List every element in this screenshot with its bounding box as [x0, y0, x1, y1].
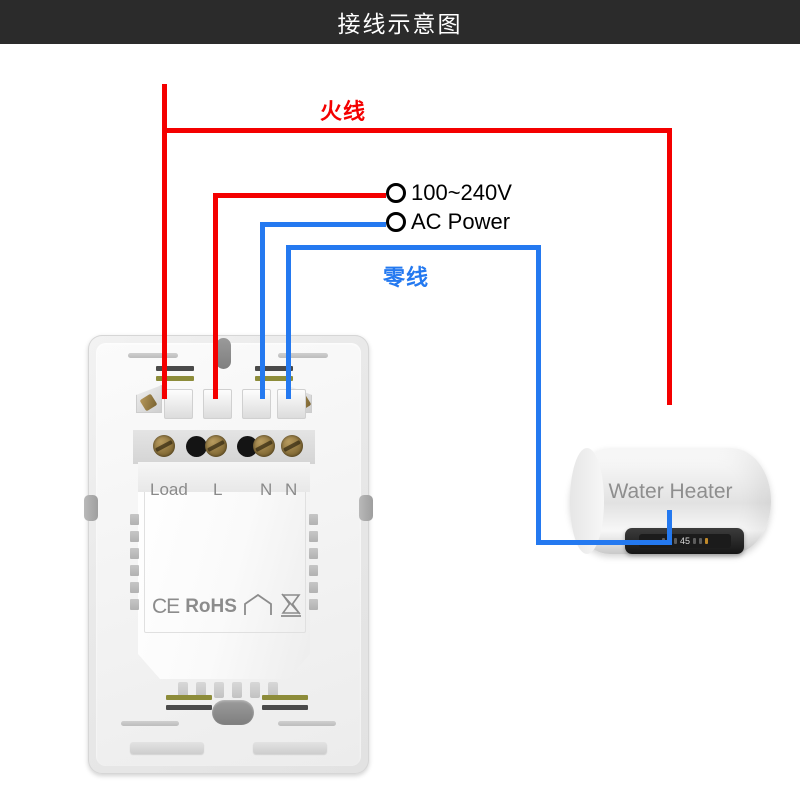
house-icon — [243, 593, 273, 622]
vent-bottom-5 — [250, 682, 260, 698]
neutral-wire-segment-n1-vertical — [260, 222, 265, 399]
live-wire-segment-load-vertical — [162, 84, 167, 399]
ac-power-label: AC Power — [411, 209, 511, 234]
terminal-block-body — [138, 462, 310, 492]
live-wire-segment-l-vertical — [213, 193, 218, 399]
plate-slot-bottom-right — [278, 721, 336, 726]
rohs-mark: RoHS — [185, 596, 237, 617]
vent-right-6 — [309, 599, 318, 610]
vent-right-3 — [309, 548, 318, 559]
terminal-hole-1 — [186, 436, 207, 457]
page-header: 接线示意图 — [0, 0, 800, 44]
display-temperature: 45 — [679, 536, 690, 546]
bar-olive-left — [156, 376, 194, 381]
vent-left-5 — [130, 582, 139, 593]
water-heater-label: Water Heater — [608, 480, 733, 503]
terminal-screw-l[interactable] — [205, 435, 227, 457]
terminal-clamp-2 — [203, 389, 232, 419]
display-dot-6 — [705, 538, 708, 544]
display-dot-3 — [673, 538, 677, 544]
ac-power-terminal-icon — [386, 212, 406, 232]
vent-bottom-4 — [232, 682, 242, 698]
vent-left-2 — [130, 531, 139, 542]
voltage-terminal-icon — [386, 183, 406, 203]
bar-dark-right — [255, 366, 293, 371]
page-title: 接线示意图 — [337, 11, 463, 37]
vent-right-5 — [309, 582, 318, 593]
vent-right-1 — [309, 514, 318, 525]
neutral-wire-segment-source-horizontal — [260, 222, 386, 227]
terminal-clamp-3 — [242, 389, 271, 419]
display-dot-5 — [699, 538, 702, 544]
bar-dark-bottom-left — [166, 705, 212, 710]
neutral-wire-segment-n2-vertical — [286, 245, 291, 399]
terminal-label-group: Load L N N — [150, 480, 300, 504]
live-wire-segment-source-horizontal — [213, 193, 386, 198]
voltage-label: 100~240V — [411, 180, 512, 205]
terminal-label-n1: N — [260, 480, 273, 499]
wiring-diagram-canvas: CE RoHS Load L N N Water Heater — [0, 44, 800, 811]
ce-mark: CE — [152, 595, 180, 618]
vent-left-6 — [130, 599, 139, 610]
module-button[interactable] — [212, 700, 254, 725]
neutral-wire-segment-bottom-horizontal — [536, 540, 672, 545]
vent-bottom-1 — [178, 682, 188, 698]
terminal-label-load: Load — [150, 480, 188, 499]
bar-dark-bottom-right — [262, 705, 308, 710]
vent-right-2 — [309, 531, 318, 542]
neutral-wire-segment-right-vertical — [536, 245, 541, 545]
neutral-wire-segment-heater-vertical — [667, 510, 672, 545]
neutral-wire-segment-upper-horizontal — [286, 245, 541, 250]
vent-left-1 — [130, 514, 139, 525]
vent-right-4 — [309, 565, 318, 576]
terminal-screw-n2[interactable] — [281, 435, 303, 457]
bar-olive-right — [255, 376, 293, 381]
crossed-out-bin-icon — [279, 592, 303, 623]
neutral-wire-label: 零线 — [383, 265, 430, 290]
live-wire-segment-heater-vertical — [667, 128, 672, 405]
plate-tab-left — [130, 742, 204, 754]
terminal-clamp-1 — [164, 389, 193, 419]
bar-olive-bottom-left — [166, 695, 212, 700]
terminal-screw-load[interactable] — [153, 435, 175, 457]
plate-notch-left — [84, 495, 98, 521]
vent-left-4 — [130, 565, 139, 576]
vent-bottom-2 — [196, 682, 206, 698]
bar-olive-bottom-right — [262, 695, 308, 700]
live-wire-segment-top-horizontal — [162, 128, 672, 133]
plate-tab-right — [253, 742, 327, 754]
water-heater-cap — [570, 448, 604, 554]
plate-slot-top-left — [128, 353, 178, 358]
module-pin — [216, 338, 231, 369]
vent-bottom-6 — [268, 682, 278, 698]
plate-slot-bottom-left — [121, 721, 179, 726]
certification-marks: CE RoHS — [152, 590, 303, 624]
live-wire-label: 火线 — [320, 99, 367, 124]
display-dot-4 — [693, 538, 696, 544]
terminal-screw-n1[interactable] — [253, 435, 275, 457]
plate-slot-top-right — [278, 353, 328, 358]
terminal-label-l: L — [213, 480, 223, 499]
vent-left-3 — [130, 548, 139, 559]
vent-bottom-3 — [214, 682, 224, 698]
terminal-label-n2: N — [285, 480, 298, 499]
terminal-clamp-4 — [277, 389, 306, 419]
bar-dark-left — [156, 366, 194, 371]
plate-notch-right — [359, 495, 373, 521]
